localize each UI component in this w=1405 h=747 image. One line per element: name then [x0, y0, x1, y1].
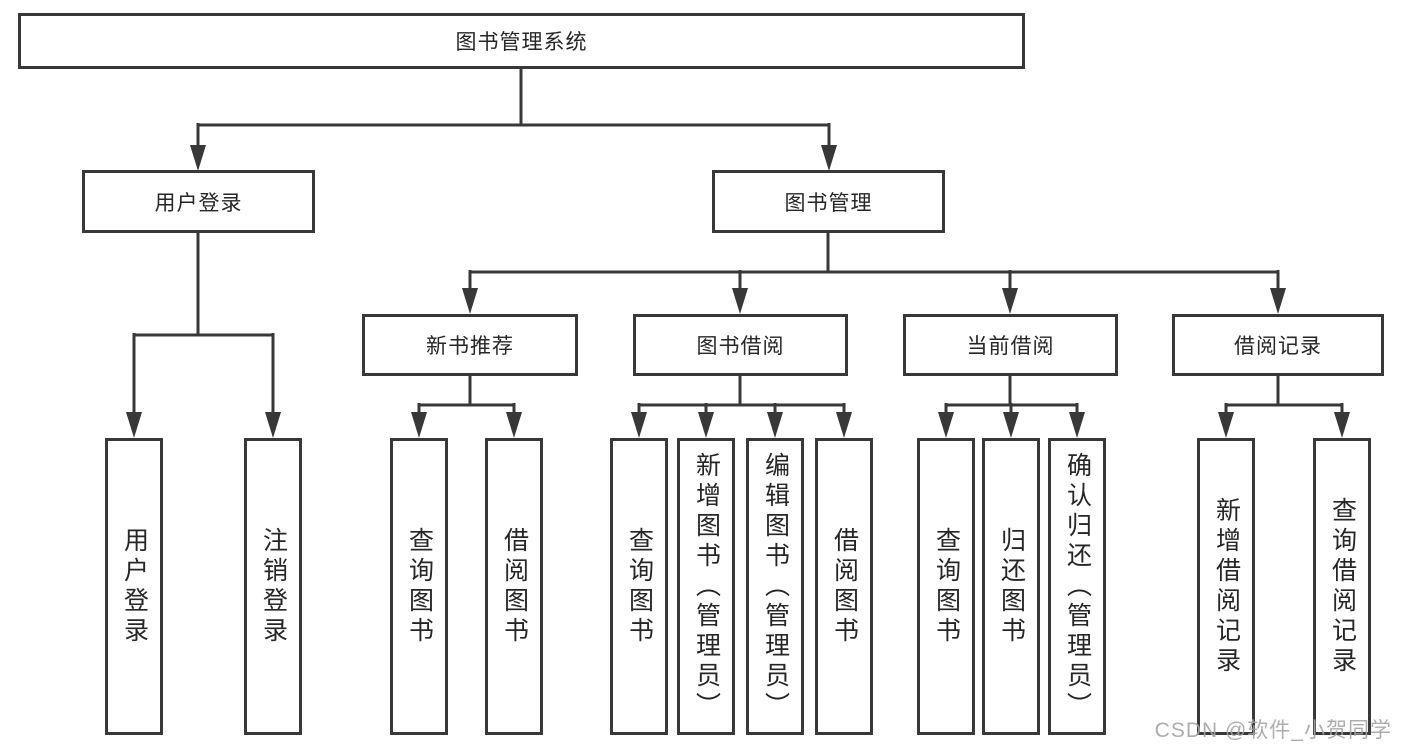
node-new-book-recommend: 新书推荐: [362, 314, 578, 376]
leaf-br-add-record: 新增借阅记录: [1197, 438, 1255, 735]
leaf-user-login: 用户登录: [105, 438, 163, 735]
leaf-cb-return-books: 归还图书: [982, 438, 1040, 735]
node-root: 图书管理系统: [18, 13, 1025, 69]
leaf-nbr-borrow-books: 借阅图书: [485, 438, 543, 735]
node-borrow-records: 借阅记录: [1172, 314, 1384, 376]
leaf-bb-borrow-books: 借阅图书: [815, 438, 873, 735]
node-book-management: 图书管理: [712, 170, 945, 233]
leaf-bb-edit-books-admin: 编辑图书（管理员）: [746, 438, 804, 735]
leaf-cb-query-books: 查询图书: [917, 438, 975, 735]
node-book-borrowing: 图书借阅: [633, 314, 848, 376]
watermark-text: CSDN @软件_小贺同学: [1154, 719, 1392, 742]
leaf-logout: 注销登录: [244, 438, 302, 735]
leaf-bb-query-books: 查询图书: [610, 438, 668, 735]
leaf-br-query-record: 查询借阅记录: [1313, 438, 1371, 735]
leaf-nbr-query-books: 查询图书: [390, 438, 448, 735]
leaf-bb-add-books-admin: 新增图书（管理员）: [677, 438, 735, 735]
node-user-login: 用户登录: [82, 170, 315, 233]
node-current-borrowing: 当前借阅: [903, 314, 1118, 376]
leaf-cb-confirm-return-admin: 确认归还（管理员）: [1048, 438, 1106, 735]
